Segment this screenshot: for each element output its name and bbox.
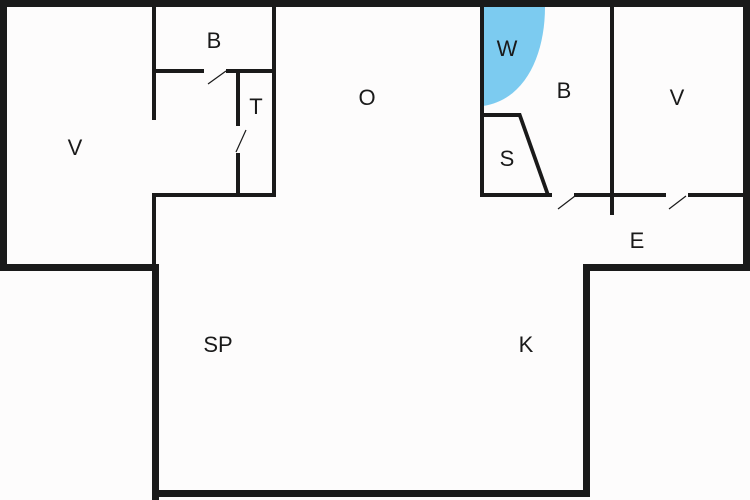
door-bath-left: [207, 70, 227, 85]
wardrobe-shape: [483, 7, 545, 106]
inner-walls: [152, 7, 750, 268]
room-label-toilet: T: [249, 94, 262, 119]
room-label-kitchen: K: [519, 332, 534, 357]
room-label-living-left: V: [68, 135, 83, 160]
room-label-living-right: V: [670, 85, 685, 110]
room-label-open-area: O: [358, 85, 375, 110]
room-labels: V B T O W B S V E SP K: [68, 28, 685, 357]
door-toilet: [235, 129, 247, 153]
door-bath-right: [557, 195, 576, 210]
room-label-entrance: E: [630, 228, 645, 253]
room-label-bath-top-left: B: [207, 28, 222, 53]
doors: [207, 70, 687, 210]
room-label-bath-right: B: [557, 78, 572, 103]
room-label-wardrobe: W: [497, 36, 518, 61]
door-living-right: [668, 195, 687, 210]
room-label-dining: SP: [203, 332, 232, 357]
room-label-storage: S: [500, 146, 515, 171]
